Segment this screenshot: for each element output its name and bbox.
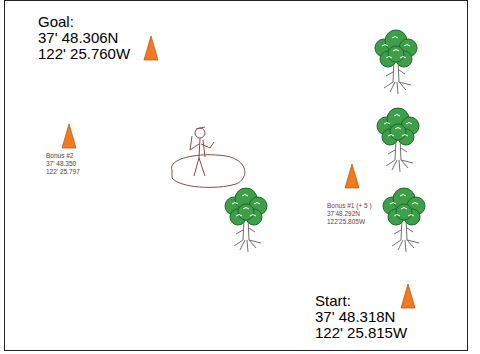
map-label: 37' 48.306N [38, 30, 118, 46]
map-label: 37'48.292N [327, 211, 360, 218]
traffic-cones [62, 36, 415, 308]
map-label: 122'25.805W [327, 219, 365, 226]
map-label: 122' 25.797 [46, 169, 80, 176]
map-label: Start: [315, 293, 351, 309]
map-label: Bonus #1 (+ 5 ) [327, 203, 372, 210]
statue-sketch [172, 127, 245, 187]
trees [225, 30, 425, 252]
map-label: 37' 48.350 [46, 161, 76, 168]
map-label: Goal: [38, 14, 74, 30]
map-frame [5, 1, 468, 351]
map-label: 122' 25.815W [315, 325, 407, 341]
map-label: Bonus #2 [46, 153, 73, 160]
map-label: 37' 48.318N [315, 309, 395, 325]
map-label: 122' 25.760W [38, 46, 130, 62]
